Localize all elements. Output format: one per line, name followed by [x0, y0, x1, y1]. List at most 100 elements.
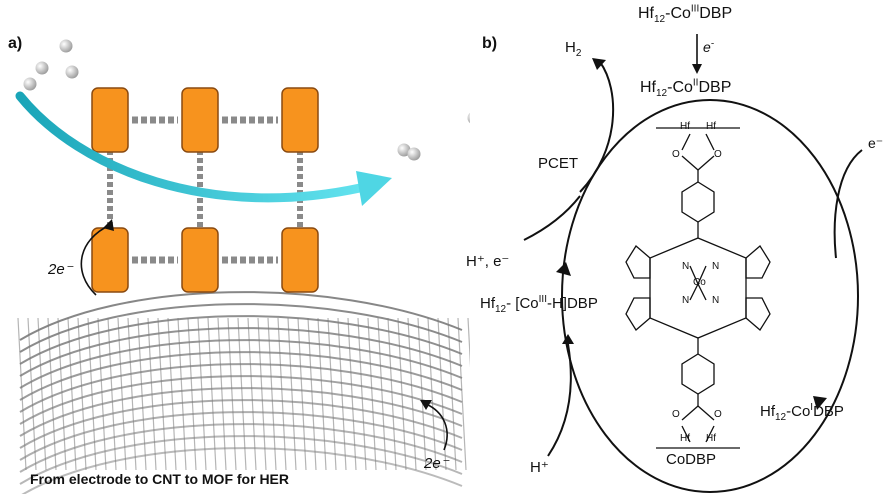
- catalytic-cycle: [523, 34, 863, 493]
- nanotube-strand: [207, 317, 217, 471]
- hf-cluster: [181, 227, 219, 293]
- h2-sphere: [397, 143, 411, 157]
- phenyl-ring-bottom: [681, 353, 715, 395]
- nanotube-strand: [287, 317, 297, 471]
- proton-electron-label: H⁺, e⁻: [466, 253, 510, 270]
- nanotube-strand: [277, 317, 287, 471]
- species-hf12-co1-dbp-sub: 12: [775, 412, 787, 423]
- nanotube-strand: [347, 317, 357, 471]
- nanotube-row: [19, 315, 463, 365]
- species-hf12-co2-dbp-prefix: Hf: [640, 79, 656, 96]
- species-hf12-co2-dbp-mid: -Co: [667, 79, 693, 96]
- species-hydride-prefix: Hf: [480, 295, 495, 312]
- electron-label-top-b-e: e: [703, 39, 711, 55]
- hf-cluster: [281, 87, 319, 153]
- nanotube-strand: [447, 317, 457, 471]
- species-hf12-co3-dbp: Hf12-CoIIIDBP: [638, 3, 733, 25]
- nanotube-strand: [107, 317, 117, 471]
- nanotube-strand: [137, 317, 147, 471]
- nanotube-strand: [97, 317, 107, 471]
- nanotube-strand: [337, 317, 347, 471]
- electron-label-top-b-sup: -: [710, 38, 715, 50]
- n-label-1: N: [682, 261, 690, 272]
- n-label-4: N: [712, 295, 720, 306]
- bond: [697, 283, 707, 301]
- bond: [681, 425, 691, 443]
- pyrrole-ring: [745, 297, 771, 331]
- bond: [697, 405, 715, 421]
- nanotube-strand: [397, 317, 407, 471]
- species-hydride-mid: - [Co: [506, 295, 539, 312]
- electron-arrow-bottom: [425, 403, 448, 451]
- o-label-bottom-right: O: [714, 409, 722, 420]
- mof-framework: [91, 87, 319, 293]
- hf-label-bottom-left: Hf: [680, 433, 690, 444]
- hydrogen-flow-arrow: [15, 91, 365, 203]
- species-hf12-co2-dbp-sup: II: [692, 77, 699, 89]
- cycle-arrowhead-left: [556, 262, 571, 276]
- h2-sphere: [59, 39, 73, 53]
- bond: [681, 405, 699, 421]
- n-label-3: N: [682, 295, 690, 306]
- panel-a-label: a): [8, 35, 23, 52]
- nanotube-strand: [267, 317, 277, 471]
- electron-label-bottom: 2e⁻: [424, 455, 449, 472]
- hf-label-top-left: Hf: [680, 121, 690, 132]
- h2-product-label: H2: [565, 39, 581, 59]
- nanotube-strand: [177, 317, 187, 471]
- o-label-top-right: O: [714, 149, 722, 160]
- h2-sphere: [65, 65, 79, 79]
- nanotube-strand: [147, 317, 157, 471]
- nanotube-strand: [87, 317, 97, 471]
- electron-arrow-top-head: [103, 219, 114, 231]
- codbp-label: CoDBP: [666, 451, 717, 468]
- bond: [705, 425, 715, 443]
- nanotube-strand: [377, 317, 387, 471]
- pyrrole-ring: [625, 297, 651, 331]
- bond: [689, 265, 699, 285]
- bond: [689, 283, 699, 301]
- nanotube-strand: [67, 317, 77, 471]
- species-hf12-co3-dbp-mid: -Co: [665, 5, 691, 22]
- hf-cluster: [281, 227, 319, 293]
- nanotube-strand: [47, 317, 57, 471]
- hydrogen-flow-arrowhead: [356, 171, 392, 206]
- h2-sphere: [467, 112, 470, 124]
- nanotube-strand: [37, 317, 47, 471]
- species-hydride-sub: 12: [495, 304, 507, 315]
- nanotube-strand: [317, 317, 327, 471]
- nanotube-row: [19, 399, 463, 449]
- proton-input-arrowhead-bottom: [562, 334, 574, 344]
- electron-label-top: 2e⁻: [48, 261, 73, 278]
- nanotube-strand: [57, 317, 67, 471]
- nanotube-row: [21, 447, 463, 494]
- nanotube-strand: [217, 317, 227, 471]
- nanotube-strand: [257, 317, 267, 471]
- nanotube-strand: [457, 317, 467, 471]
- reduction-arrow-top-head: [692, 64, 702, 74]
- species-hf12-co1-dbp-suffix: DBP: [813, 403, 844, 420]
- hf-label-top-right: Hf: [706, 121, 716, 132]
- h2-product-label-h: H: [565, 39, 576, 56]
- cycle-ellipse: [561, 99, 859, 493]
- bond: [681, 155, 699, 171]
- n-label-2: N: [712, 261, 720, 272]
- species-hf12-co3-dbp-sup: III: [690, 3, 700, 15]
- bond: [705, 133, 715, 151]
- species-hf12-co3-dbp-suffix: DBP: [699, 5, 733, 22]
- nanotube-strand: [357, 317, 367, 471]
- hf-label-bottom-right: Hf: [706, 433, 716, 444]
- species-hydride-suffix: -H]DBP: [546, 295, 598, 312]
- hydrogen-molecules: [23, 39, 470, 161]
- hf-cluster: [91, 227, 129, 293]
- h2-sphere: [35, 61, 49, 75]
- co-label-center: Co: [693, 277, 706, 288]
- h2-product-label-sub: 2: [575, 48, 582, 59]
- species-hf12-co1-dbp-prefix: Hf: [760, 403, 775, 420]
- species-hf12-co2-dbp-suffix: DBP: [698, 79, 732, 96]
- species-hf12-co1-dbp: Hf12-CoIDBP: [760, 403, 844, 423]
- species-hf12-co2-dbp-sub: 12: [656, 88, 668, 100]
- pcet-input-arrow: [523, 195, 581, 241]
- nanotube-strand: [437, 317, 447, 471]
